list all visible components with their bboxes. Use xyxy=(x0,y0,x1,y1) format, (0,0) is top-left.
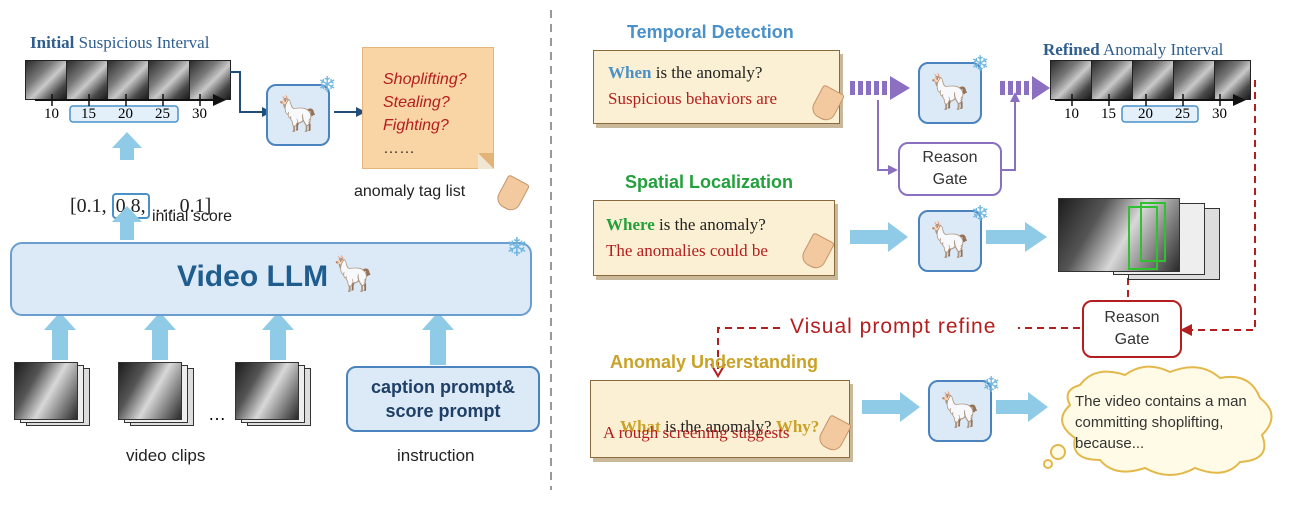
output-text: The video contains a man committing shop… xyxy=(1075,393,1247,452)
interval-highlight xyxy=(1121,105,1199,123)
initial-frames-strip xyxy=(25,60,231,100)
refined-timeline xyxy=(1055,94,1246,123)
tick-label: 30 xyxy=(192,106,207,122)
up-arrow xyxy=(422,312,454,365)
query-keyword: What xyxy=(620,417,661,436)
llama-icon: 🦙 xyxy=(918,62,982,124)
instruction-label: instruction xyxy=(397,446,475,465)
llama-icon: 🦙 xyxy=(918,210,982,272)
initial-score-label: initial score xyxy=(152,208,233,225)
folded-corner xyxy=(478,153,494,169)
tag-item: …… xyxy=(383,140,415,157)
clip-ellipsis: … xyxy=(208,404,226,424)
output-thought-cloud xyxy=(1043,365,1273,476)
frozen-snowflake-icon: ❄ xyxy=(318,72,337,97)
initial-interval-rest: Suspicious Interval xyxy=(74,33,210,52)
anomaly-understanding-title: Anomaly Understanding xyxy=(610,352,819,372)
tag-item: Fighting? xyxy=(383,117,449,134)
query-text: is the anomaly? xyxy=(654,215,766,234)
query-keyword-why: Why? xyxy=(775,417,820,436)
bounding-box xyxy=(1140,202,1166,262)
anomaly-tag-label: anomaly tag list xyxy=(354,183,466,200)
left-arrows xyxy=(44,10,552,490)
frozen-snowflake-icon: ❄ xyxy=(982,372,1001,397)
initial-score-values: [0.1, 0.8, … 0.1] xyxy=(60,172,212,219)
frame-thumbnail xyxy=(25,60,67,100)
answer-prefix: Suspicious behaviors are xyxy=(608,89,778,108)
tag-item: Shoplifting? xyxy=(383,71,467,88)
initial-interval-title: Initial Suspicious Interval xyxy=(30,33,209,53)
initial-timeline xyxy=(35,94,226,123)
initial-interval-bold: Initial xyxy=(30,33,75,52)
tick-label: 10 xyxy=(1064,106,1079,122)
refined-interval-title: Refined Anomaly Interval xyxy=(1043,40,1223,60)
bounding-box xyxy=(1128,206,1158,270)
frozen-snowflake-icon: ❄ xyxy=(971,201,990,226)
spatial-localization-title: Spatial Localization xyxy=(625,172,794,192)
video-llm-label: Video LLM xyxy=(177,260,329,293)
up-arrow xyxy=(112,206,142,240)
up-arrow xyxy=(262,312,294,360)
answer-prefix: The anomalies could be xyxy=(606,241,768,260)
localized-frames-stack xyxy=(1058,198,1228,283)
anomaly-tag-note: Shoplifting? Stealing? Fighting? …… xyxy=(362,47,494,169)
llama-icon: 🦙 xyxy=(928,380,992,442)
frozen-snowflake-icon: ❄ xyxy=(971,51,990,76)
temporal-query-note: When is the anomaly? Suspicious behavior… xyxy=(593,50,840,124)
temporal-detection-title: Temporal Detection xyxy=(627,22,794,42)
reason-gate-label: Reason Gate xyxy=(922,149,978,188)
answer-prefix: A rough screening suggests xyxy=(603,423,790,442)
visual-prompt-refine-label: Visual prompt refine xyxy=(790,315,997,338)
spatial-query-note: Where is the anomaly? The anomalies coul… xyxy=(593,200,835,276)
llama-icon: 🦙 xyxy=(332,255,375,293)
refined-rest: Anomaly Interval xyxy=(1099,40,1224,59)
prompt-box: caption prompt& score prompt xyxy=(346,366,540,432)
tag-item: Stealing? xyxy=(383,94,450,111)
frame-thumbnail xyxy=(107,60,149,100)
tick-label: 20 xyxy=(118,106,133,122)
video-llm-block: Video LLM 🦙 xyxy=(10,242,532,316)
prompt-label: caption prompt& score prompt xyxy=(371,377,515,421)
query-keyword: Where xyxy=(606,215,655,234)
tick-label: 15 xyxy=(1101,106,1116,122)
tick-label: 25 xyxy=(155,106,170,122)
score-open: [0.1, xyxy=(70,195,112,217)
frame-thumbnail xyxy=(1132,60,1174,100)
query-text: is the anomaly? xyxy=(651,63,763,82)
up-arrow xyxy=(144,312,176,360)
reason-gate-spatial: Reason Gate xyxy=(1082,300,1182,358)
frozen-snowflake-icon: ❄ xyxy=(506,232,528,262)
frame-thumbnail xyxy=(1214,60,1251,100)
refined-bold: Refined xyxy=(1043,40,1100,59)
query-keyword: When xyxy=(608,63,652,82)
score-close: … 0.1] xyxy=(149,195,212,217)
tick-label: 10 xyxy=(44,106,59,122)
reason-gate-label: Reason Gate xyxy=(1104,309,1160,348)
query-text: is the anomaly? xyxy=(660,417,776,436)
up-arrow xyxy=(44,312,76,360)
interval-highlight xyxy=(69,105,179,123)
tick-label: 25 xyxy=(1175,106,1190,122)
tick-label: 20 xyxy=(1138,106,1153,122)
up-arrow xyxy=(112,132,142,160)
reason-gate-temporal: Reason Gate xyxy=(898,142,1002,196)
refined-frames-strip xyxy=(1050,60,1255,100)
video-clips-label: video clips xyxy=(126,446,206,465)
tick-label: 15 xyxy=(81,106,96,122)
understanding-query-note: What is the anomaly? Why? A rough screen… xyxy=(590,380,850,458)
llama-icon: 🦙 xyxy=(266,84,330,146)
tick-label: 30 xyxy=(1212,106,1227,122)
